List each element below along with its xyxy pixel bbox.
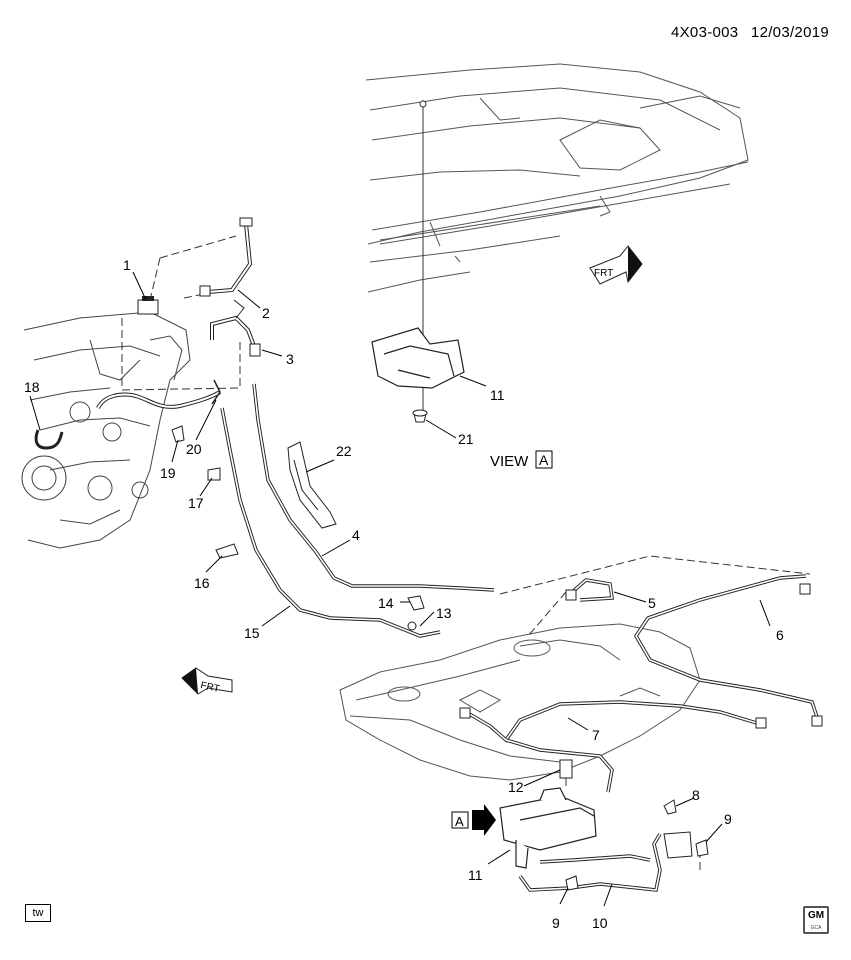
clip-part-9-right — [695, 839, 709, 857]
callout-11-canister: 11 — [468, 867, 483, 883]
frt-arrow-lower: FRT — [181, 667, 233, 695]
callout-2: 2 — [262, 305, 270, 321]
clip-part-19 — [171, 425, 185, 443]
clip-part-8 — [663, 799, 677, 815]
view-a-marker: A — [451, 804, 496, 836]
hose-part-18 — [34, 429, 64, 450]
vapor-line-part-15 — [220, 407, 441, 638]
view-a-anchor — [419, 100, 427, 108]
callout-13: 13 — [436, 605, 452, 621]
view-marker-letter: A — [455, 814, 464, 829]
callout-9-right: 9 — [724, 811, 732, 827]
callout-15: 15 — [244, 625, 260, 641]
bracket-filter — [663, 831, 693, 859]
callout-20: 20 — [186, 441, 202, 457]
callout-12: 12 — [508, 779, 524, 795]
push-pin-part-21 — [412, 409, 428, 423]
callout-11-shield: 11 — [490, 387, 505, 403]
purge-valve-part-1 — [137, 296, 159, 315]
callout-21: 21 — [458, 431, 474, 447]
vapor-pipe-part-2 — [199, 217, 253, 297]
fuel-line-part-4 — [252, 383, 495, 592]
callout-18: 18 — [24, 379, 40, 395]
frt-label-upper: FRT — [594, 268, 613, 279]
callout-labels: 1 2 3 4 5 6 7 8 9 9 10 11 11 12 13 14 15… — [24, 257, 784, 931]
gm-logo-text: GM — [807, 910, 825, 921]
fastener-part-13 — [407, 621, 417, 631]
underbody-structure — [365, 63, 749, 293]
connector-part-16 — [215, 543, 239, 559]
diagram-header: 4X03-003 12/03/2019 — [671, 24, 829, 41]
fuel-tank — [339, 623, 701, 781]
frt-arrow-upper: FRT — [589, 245, 643, 285]
callout-1: 1 — [123, 257, 131, 273]
callout-3: 3 — [286, 351, 294, 367]
callout-19: 19 — [160, 465, 176, 481]
callout-5: 5 — [648, 595, 656, 611]
grommet-part-17 — [207, 467, 221, 481]
pipe-part-10 — [518, 833, 662, 892]
view-letter: A — [539, 452, 549, 468]
pipe-bracket-part-3 — [210, 299, 261, 357]
view-letter-box — [535, 450, 553, 469]
evap-canister-part-11 — [499, 787, 597, 869]
callout-leaders — [29, 271, 771, 907]
callout-4: 4 — [352, 527, 360, 543]
callout-7: 7 — [592, 727, 600, 743]
callout-6: 6 — [776, 627, 784, 643]
vapor-line-part-7 — [459, 700, 767, 793]
clip-part-9-left — [565, 875, 579, 891]
gm-logo: GM GCA — [803, 906, 829, 934]
diagram-date: 12/03/2019 — [750, 24, 829, 41]
clip-part-14 — [407, 595, 425, 611]
gm-logo-subtext: GCA — [810, 925, 822, 931]
callout-17: 17 — [188, 495, 204, 511]
fuel-line-part-6 — [633, 574, 823, 727]
callout-10: 10 — [592, 915, 608, 931]
valve-part-12 — [559, 759, 573, 779]
callout-8: 8 — [692, 787, 700, 803]
frt-label-lower: FRT — [199, 680, 220, 695]
tw-badge: tw — [25, 904, 51, 922]
pipe-part-5 — [565, 578, 615, 602]
engine-assembly — [21, 311, 191, 549]
hose-part-20 — [96, 379, 222, 410]
part-number: 4X03-003 — [670, 24, 739, 41]
bracket-part-22 — [287, 441, 337, 529]
view-label: VIEW — [490, 453, 529, 470]
evap-shield-part-11 — [371, 327, 465, 389]
callout-14: 14 — [378, 595, 394, 611]
callout-22: 22 — [336, 443, 352, 459]
callout-16: 16 — [194, 575, 210, 591]
callout-9-left: 9 — [552, 915, 560, 931]
